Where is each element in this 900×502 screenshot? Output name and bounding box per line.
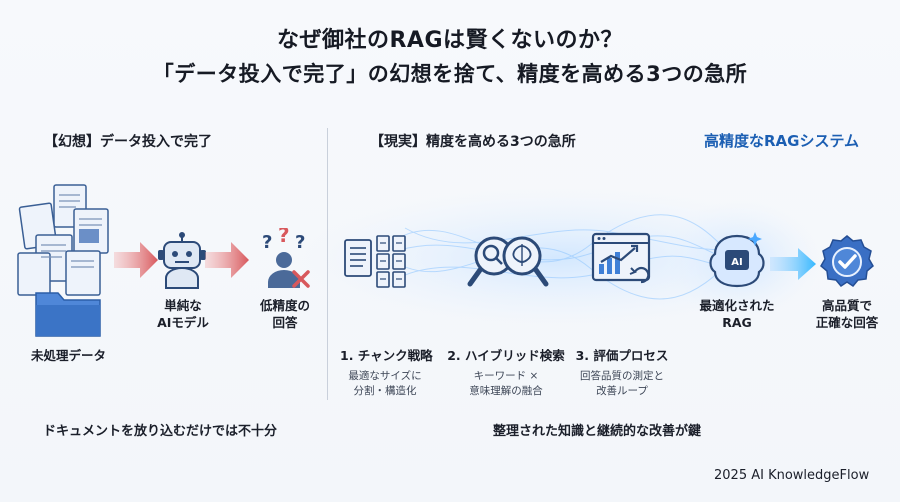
step-3-label: 3. 評価プロセス [575, 348, 669, 363]
svg-text:?: ? [295, 232, 305, 253]
ai-chip-text: AI [731, 257, 742, 268]
svg-text:?: ? [278, 228, 290, 247]
left-section-heading: 【幻想】データ投入で完了 [44, 134, 212, 150]
arrow-right-icon [770, 248, 816, 280]
arrow-right-icon [205, 242, 249, 278]
svg-text:?: ? [262, 232, 272, 253]
section-divider [327, 128, 328, 400]
page-subtitle: 「データ投入で完了」の幻想を捨て、精度を高める3つの急所 [152, 62, 748, 86]
footer-credit: 2025 AI KnowledgeFlow [714, 468, 870, 483]
step-2-desc: キーワード × 意味理解の融合 [469, 370, 543, 398]
left-bottom-text: ドキュメントを放り込むだけでは不十分 [43, 424, 278, 439]
verified-badge-icon [820, 235, 874, 287]
quality-answer-label: 高品質で 正確な回答 [815, 298, 879, 330]
right-section-heading: 【現実】精度を高める3つの急所 [370, 134, 576, 150]
confused-person-icon: ? ? ? [262, 228, 310, 288]
robot-icon [158, 232, 206, 289]
hybrid-search-icon [467, 236, 549, 287]
optimized-rag-label: 最適化された RAG [699, 298, 775, 330]
ai-brain-icon: AI [709, 232, 765, 288]
step-2-label: 2. ハイブリッド検索 [447, 348, 565, 363]
system-heading: 高精度なRAGシステム [704, 132, 860, 150]
evaluation-chart-icon [591, 232, 651, 284]
chunk-documents-icon [344, 235, 406, 288]
page-title: なぜ御社のRAGは賢くないのか？ [276, 28, 624, 53]
raw-data-label: 未処理データ [31, 348, 107, 363]
ai-model-label: 単純な AIモデル [157, 298, 209, 330]
arrow-right-icon [114, 242, 158, 278]
right-bottom-text: 整理された知識と継続的な改善が鍵 [493, 424, 702, 439]
document-pile-icon [17, 184, 109, 337]
step-1-desc: 最適なサイズに 分割・構造化 [348, 370, 422, 398]
step-3-desc: 回答品質の測定と 改善ループ [580, 370, 664, 398]
low-accuracy-label: 低精度の 回答 [259, 298, 310, 330]
step-1-label: 1. チャンク戦略 [340, 348, 433, 363]
